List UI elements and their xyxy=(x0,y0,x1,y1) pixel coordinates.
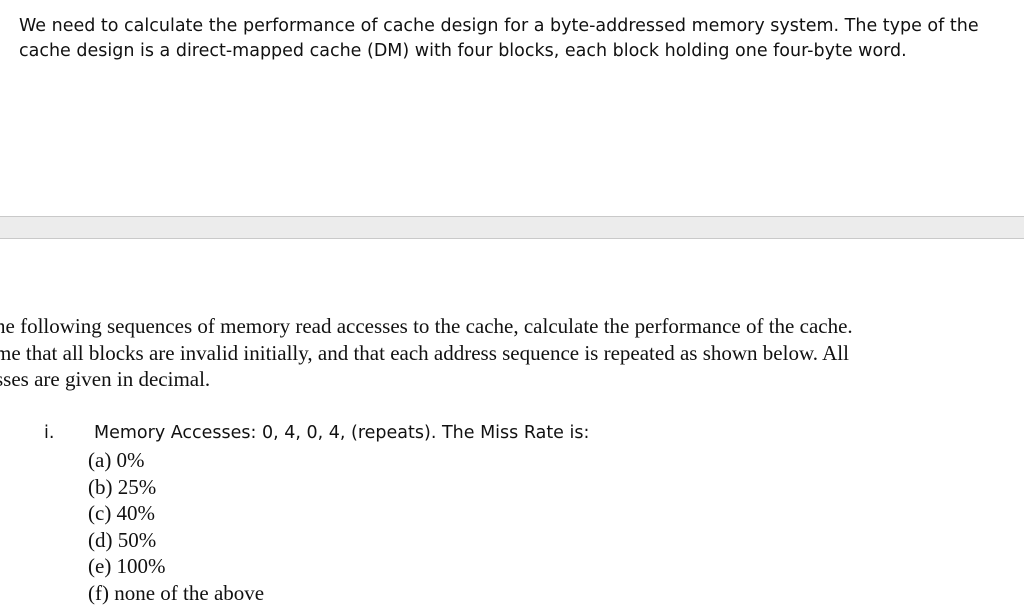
section-divider xyxy=(0,216,1024,239)
instructions-line-2: me that all blocks are invalid initially… xyxy=(0,340,849,365)
option-f: (f) none of the above xyxy=(88,580,265,605)
intro-line-1: We need to calculate the performance of … xyxy=(19,16,979,36)
answer-options: (a) 0% (b) 25% (c) 40% (d) 50% (e) 100% … xyxy=(88,447,264,607)
intro-line-2: cache design is a direct-mapped cache (D… xyxy=(19,41,907,61)
option-e: (e) 100% xyxy=(88,554,166,579)
option-c: (c) 40% xyxy=(88,501,156,526)
instructions-line-3: sses are given in decimal. xyxy=(0,367,211,391)
option-d: (d) 50% xyxy=(88,527,157,552)
question-text: Memory Accesses: 0, 4, 0, 4, (repeats). … xyxy=(94,423,590,443)
question-number: i. xyxy=(44,423,55,443)
instructions-paragraph: ne following sequences of memory read ac… xyxy=(0,313,1024,393)
top-section: We need to calculate the performance of … xyxy=(0,0,1024,216)
option-a: (a) 0% xyxy=(88,448,145,472)
intro-paragraph: We need to calculate the performance of … xyxy=(19,14,1009,64)
bottom-section: ne following sequences of memory read ac… xyxy=(0,240,1024,607)
instructions-line-1: ne following sequences of memory read ac… xyxy=(0,314,853,338)
option-b: (b) 25% xyxy=(88,474,157,499)
